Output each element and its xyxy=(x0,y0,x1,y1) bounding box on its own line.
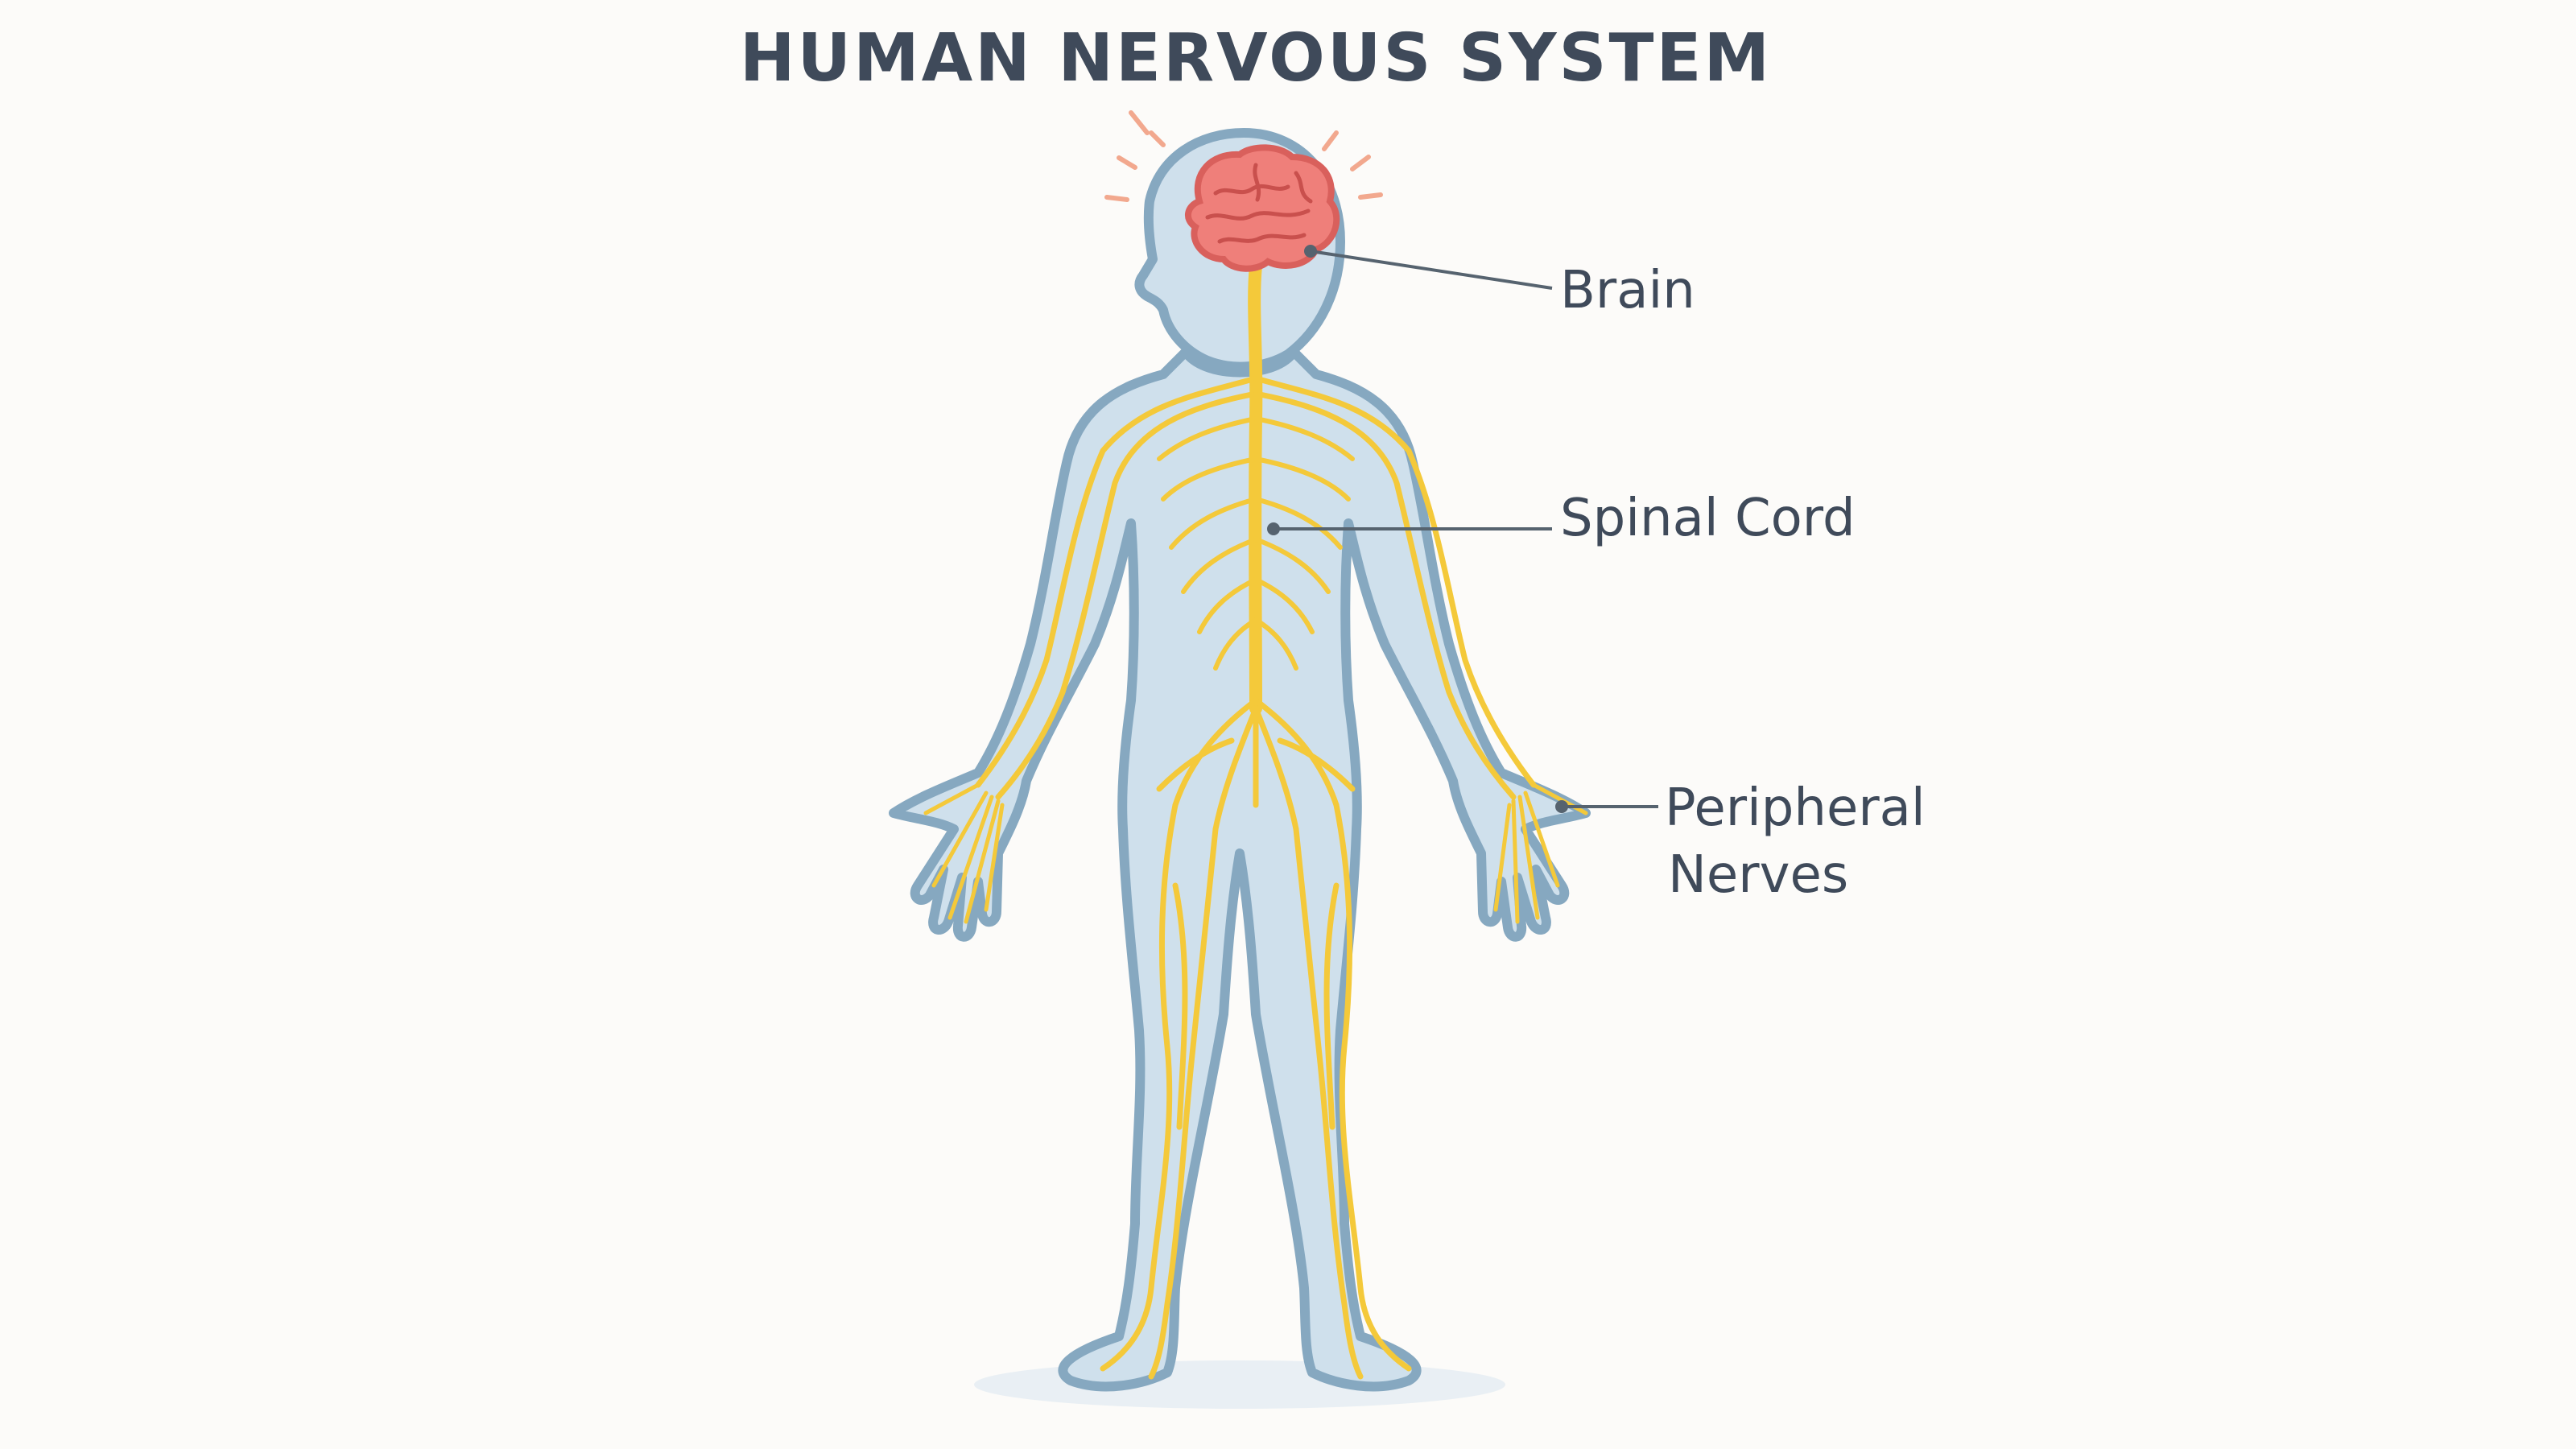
body-outline xyxy=(889,333,1591,1392)
human-body-silhouette xyxy=(889,128,1591,1392)
arm-nerves xyxy=(975,375,1537,800)
brain-leader-dot xyxy=(1304,245,1317,258)
brain-glow-rays xyxy=(1104,110,1383,202)
ground-shadow xyxy=(974,1360,1505,1409)
peripheral-nerves-leader-dot xyxy=(1555,800,1568,813)
brain-label: Brain xyxy=(1560,261,1695,320)
peripheral-nerves-label-line2: Nerves xyxy=(1668,845,1848,905)
spinal-cord-leader-dot xyxy=(1267,522,1280,535)
lumbar-nerves xyxy=(1156,697,1356,832)
leader-lines xyxy=(1267,245,1658,813)
diagram-title: HUMAN NERVOUS SYSTEM xyxy=(740,20,1772,97)
intercostal-nerves xyxy=(1157,416,1355,671)
brain-folds xyxy=(1205,163,1313,244)
peripheral-nerves-label-line1: Peripheral xyxy=(1665,778,1926,838)
spinal-cord xyxy=(1248,259,1263,715)
brain-icon xyxy=(1185,144,1340,272)
spinal-cord-label: Spinal Cord xyxy=(1560,489,1856,548)
hand-nerves xyxy=(923,782,1588,924)
nerve-network xyxy=(923,259,1588,1380)
leg-nerves xyxy=(1100,802,1412,1380)
brain-leader-line xyxy=(1310,250,1553,290)
